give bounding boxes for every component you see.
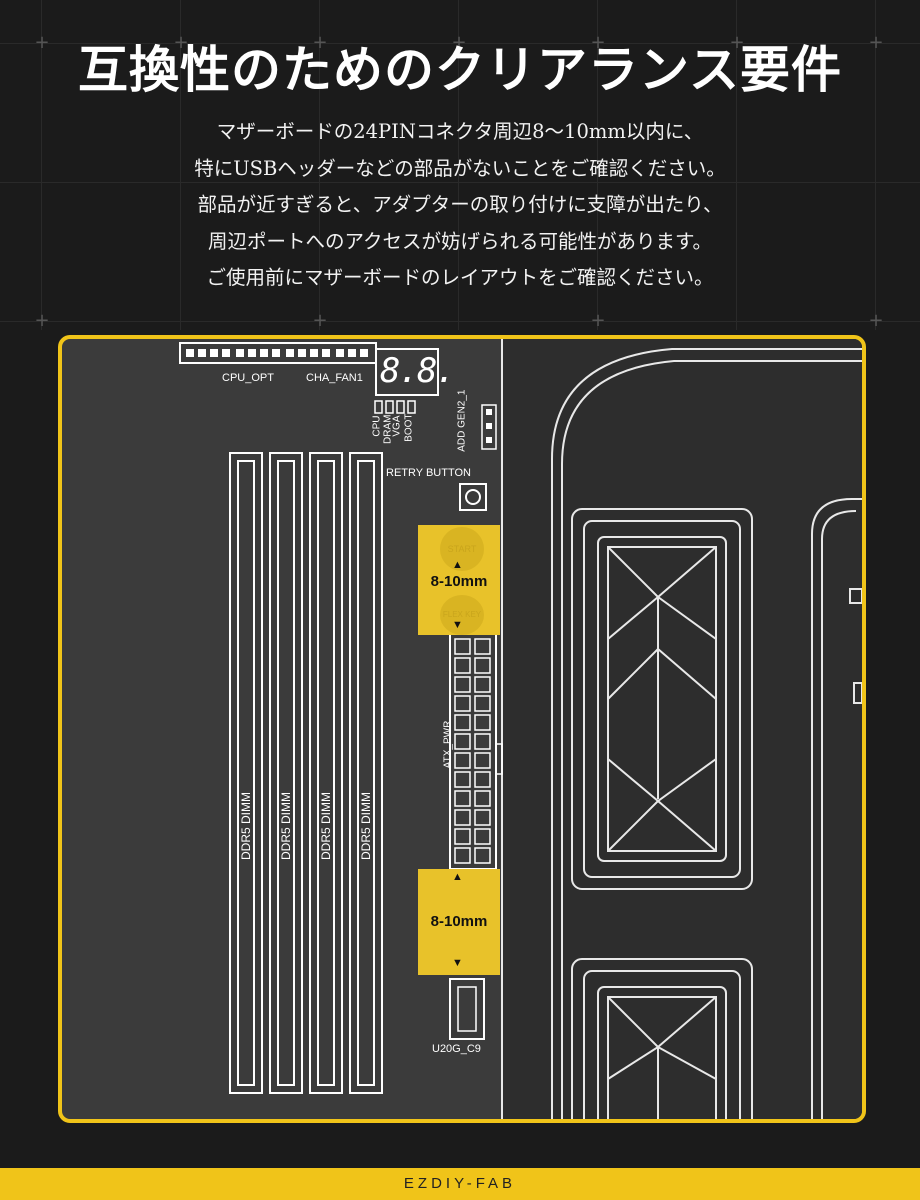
dimm-slot-label: DDR5 DIMM [239, 792, 253, 860]
clearance-zone-bottom: ▲ 8-10mm ▼ [418, 869, 500, 975]
plus-icon: + [868, 32, 884, 53]
dimm-slot-label: DDR5 DIMM [359, 792, 373, 860]
led-label-cpu: CPU [371, 415, 383, 437]
plus-icon: + [590, 32, 606, 53]
plus-icon: + [729, 32, 745, 53]
debug-display: 8.8. [380, 351, 456, 391]
flex-key-icon: FLEX KEY [440, 595, 484, 635]
usb-header-label: U20G_C9 [432, 1043, 481, 1055]
led-label-boot: BOOT [403, 413, 415, 442]
description-line: ご使用前にマザーボードのレイアウトをご確認ください。 [206, 266, 714, 289]
description-line: 部品が近すぎると、アダプターの取り付けに支障が出たり、 [197, 193, 723, 216]
arrow-up-icon: ▲ [452, 559, 463, 571]
grid-background [0, 0, 920, 330]
plus-icon: + [34, 32, 50, 53]
plus-icon: + [34, 310, 50, 331]
dimm-slot-label: DDR5 DIMM [279, 792, 293, 860]
clearance-label-top: 8-10mm [430, 573, 488, 590]
arrow-down-icon: ▼ [452, 619, 463, 631]
clearance-label-bottom: 8-10mm [430, 913, 488, 930]
arrow-down-icon: ▼ [452, 957, 463, 969]
add-gen-label: ADD GEN2_1 [456, 389, 468, 452]
plus-icon: + [868, 310, 884, 331]
brand-footer: EZDIY-FAB [0, 1168, 920, 1200]
description-line: 周辺ポートへのアクセスが妨げられる可能性があります。 [207, 229, 713, 253]
description-line: 特にUSBヘッダーなどの部品がないことをご確認ください。 [194, 156, 726, 180]
clearance-zone-top: START 8-10mm FLEX KEY ▼ ▲ [418, 525, 500, 635]
description-line: マザーボードの24PINコネクタ周辺8～10mm以内に、 [216, 120, 704, 143]
plus-icon: + [173, 32, 189, 53]
arrow-up-icon: ▲ [452, 871, 463, 883]
dimm-slot-label: DDR5 DIMM [319, 792, 333, 860]
motherboard-drawing [179, 339, 862, 1119]
retry-button-label: RETRY BUTTON [386, 467, 471, 479]
atx-pwr-label: ATX_PWR [442, 720, 454, 769]
plus-icon: + [312, 32, 328, 53]
plus-icon: + [590, 310, 606, 331]
cpu-opt-label: CPU_OPT [222, 372, 274, 384]
page-title: 互換性のためのクリアランス要件 [78, 40, 842, 99]
led-label-vga: VGA [391, 415, 403, 437]
plus-icon: + [312, 310, 328, 331]
start-button-icon: START [440, 527, 484, 571]
cha-fan-label: CHA_FAN1 [306, 372, 363, 384]
plus-icon: + [451, 32, 467, 53]
motherboard-diagram: CPU_OPT CHA_FAN1 8.8. CPU DRAM VGA BOOT … [58, 335, 866, 1123]
description: マザーボードの24PINコネクタ周辺8～10mm以内に、 特にUSBヘッダーなど… [0, 114, 920, 297]
